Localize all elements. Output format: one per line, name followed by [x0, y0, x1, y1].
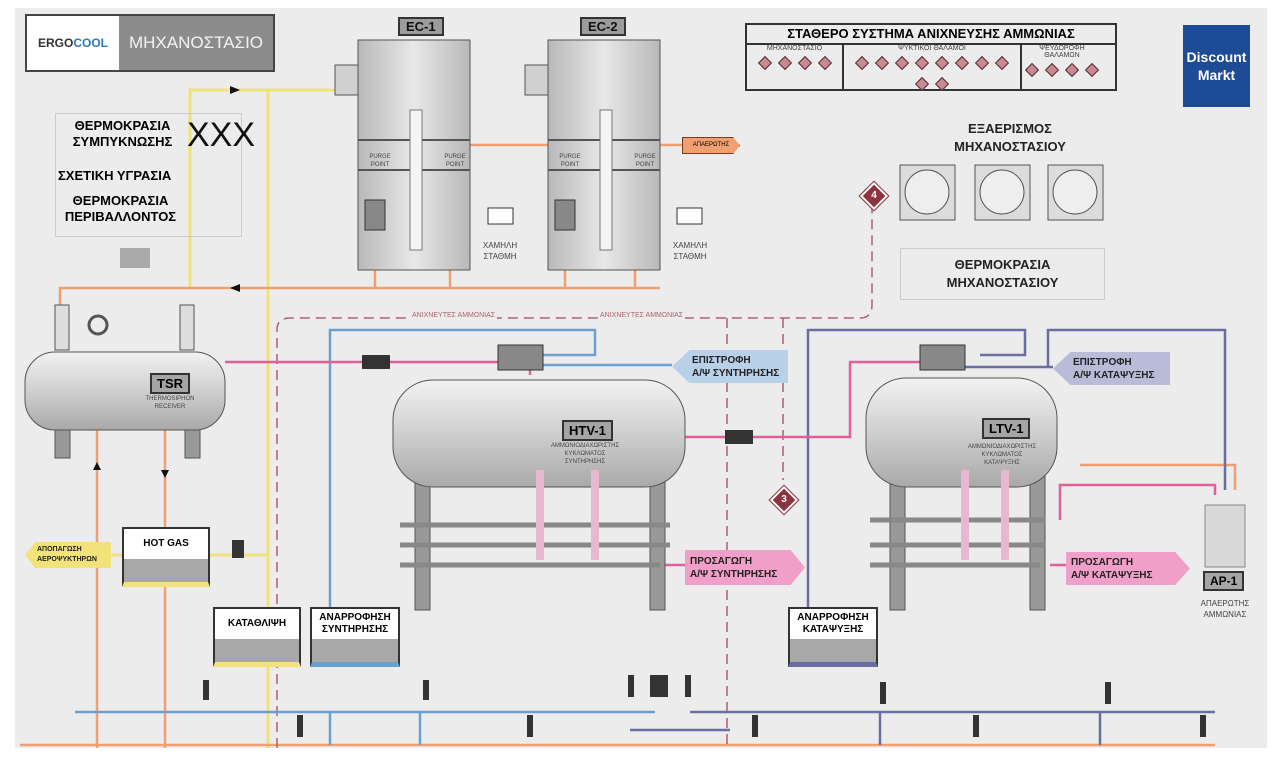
ammonia-sensor-indicator[interactable] [894, 55, 910, 71]
ammonia-sensor-indicator[interactable] [797, 55, 812, 71]
ltv1-label[interactable]: LTV-1 [982, 418, 1031, 439]
ammonia-sensor-indicator[interactable] [817, 55, 832, 71]
detection-group: ΜΗΧΑΝΟΣΤΑΣΙΟ [747, 45, 844, 91]
ammonia-sensor-indicator[interactable] [1084, 62, 1100, 78]
ammonia-sensor-indicator[interactable] [974, 55, 990, 71]
ec2-purge-left: PURGE POINT [559, 154, 581, 168]
detection-title: ΣΤΑΘΕΡΟ ΣΥΣΤΗΜΑ ΑΝΙΧΝΕΥΣΗΣ ΑΜΜΩΝΙΑΣ [747, 25, 1115, 45]
ec1-purge-left: PURGE POINT [369, 154, 391, 168]
ammonia-sensor-indicator[interactable] [994, 55, 1010, 71]
ammonia-sensor-indicator[interactable] [1064, 62, 1080, 78]
ammonia-sensor-indicator[interactable] [914, 55, 930, 71]
detection-group-label: ΨΥΚΤΙΚΟΙ ΘΑΛΑΜΟΙ [898, 45, 966, 52]
flow-arrows [93, 86, 240, 478]
discharge-header[interactable]: ΚΑΤΑΘΛΙΨΗ [213, 607, 301, 667]
tsr-label[interactable]: TSR [150, 373, 190, 394]
htv1-label[interactable]: HTV-1 [562, 420, 613, 441]
detector-line-label: ΑΝΙΧΝΕΥΤΕΣ ΑΜΜΩΝΙΑΣ [410, 312, 498, 319]
ec1-purge-right: PURGE POINT [444, 154, 466, 168]
info-panel [55, 113, 242, 237]
valves [203, 355, 1206, 737]
humidity-label: ΣΧΕΤΙΚΗ ΥΓΡΑΣΙΑ [58, 168, 172, 183]
vessel-ltv1 [865, 344, 1058, 611]
ec1-low-level: ΧΑΜΗΛΗ ΣΤΑΘΜΗ [482, 241, 518, 261]
ap1-label[interactable]: AP-1 [1203, 571, 1245, 591]
detection-group: ΨΥΚΤΙΚΟΙ ΘΑΛΑΜΟΙ [844, 45, 1022, 92]
ammonia-sensor-indicator[interactable] [874, 55, 890, 71]
chill-lines [75, 328, 672, 745]
ec1-label[interactable]: EC-1 [398, 17, 444, 36]
ammonia-sensor-indicator[interactable] [954, 55, 970, 71]
page-title: ΜΗΧΑΝΟΣΤΑΣΙΟ [119, 16, 273, 70]
ammonia-sensor-indicator[interactable] [914, 76, 930, 92]
detection-group-label: ΜΗΧΑΝΟΣΤΑΣΙΟ [766, 45, 823, 52]
condenser-ec2 [524, 39, 703, 271]
ammonia-sensor-indicator[interactable] [777, 55, 792, 71]
ec2-purge-right: PURGE POINT [634, 154, 656, 168]
purger-tag[interactable]: ΑΠΑΕΡΩΤΗΣ [682, 137, 740, 154]
freeze-lines [630, 328, 1227, 745]
status-indicator [120, 248, 150, 268]
detector-line-label: ΑΝΙΧΝΕΥΤΕΣ ΑΜΜΩΝΙΑΣ [598, 312, 686, 319]
hot-gas-header[interactable]: HOT GAS [122, 527, 210, 587]
ammonia-sensor-indicator[interactable] [1024, 62, 1040, 78]
vessel-htv1 [392, 344, 686, 611]
condensing-temp-value: XXX [187, 116, 256, 154]
ammonia-sensor-indicator[interactable] [934, 76, 950, 92]
ammonia-detection-panel: ΣΤΑΘΕΡΟ ΣΥΣΤΗΜΑ ΑΝΙΧΝΕΥΣΗΣ ΑΜΜΩΝΙΑΣ ΜΗΧΑ… [745, 23, 1117, 92]
vessel-ap1 [1204, 504, 1246, 568]
ammonia-sensor-indicator[interactable] [854, 55, 870, 71]
condenser-ec1 [334, 39, 514, 271]
ec2-low-level: ΧΑΜΗΛΗ ΣΤΑΘΜΗ [672, 241, 708, 261]
ammonia-sensor-indicator[interactable] [1044, 62, 1060, 78]
fan-group [899, 164, 1104, 221]
pumped-lines [225, 360, 1217, 567]
detector-dashed-lines [276, 200, 873, 748]
ammonia-sensor-indicator[interactable] [757, 55, 772, 71]
ec2-label[interactable]: EC-2 [580, 17, 626, 36]
vessel-tsr [24, 304, 226, 459]
detection-group: ΨΕΥΔΟΡΟΦΗ ΘΑΛΑΜΩΝ [1022, 45, 1102, 91]
detection-group-label: ΨΕΥΔΟΡΟΦΗ ΘΑΛΑΜΩΝ [1039, 45, 1085, 59]
ammonia-sensor-indicator[interactable] [934, 55, 950, 71]
